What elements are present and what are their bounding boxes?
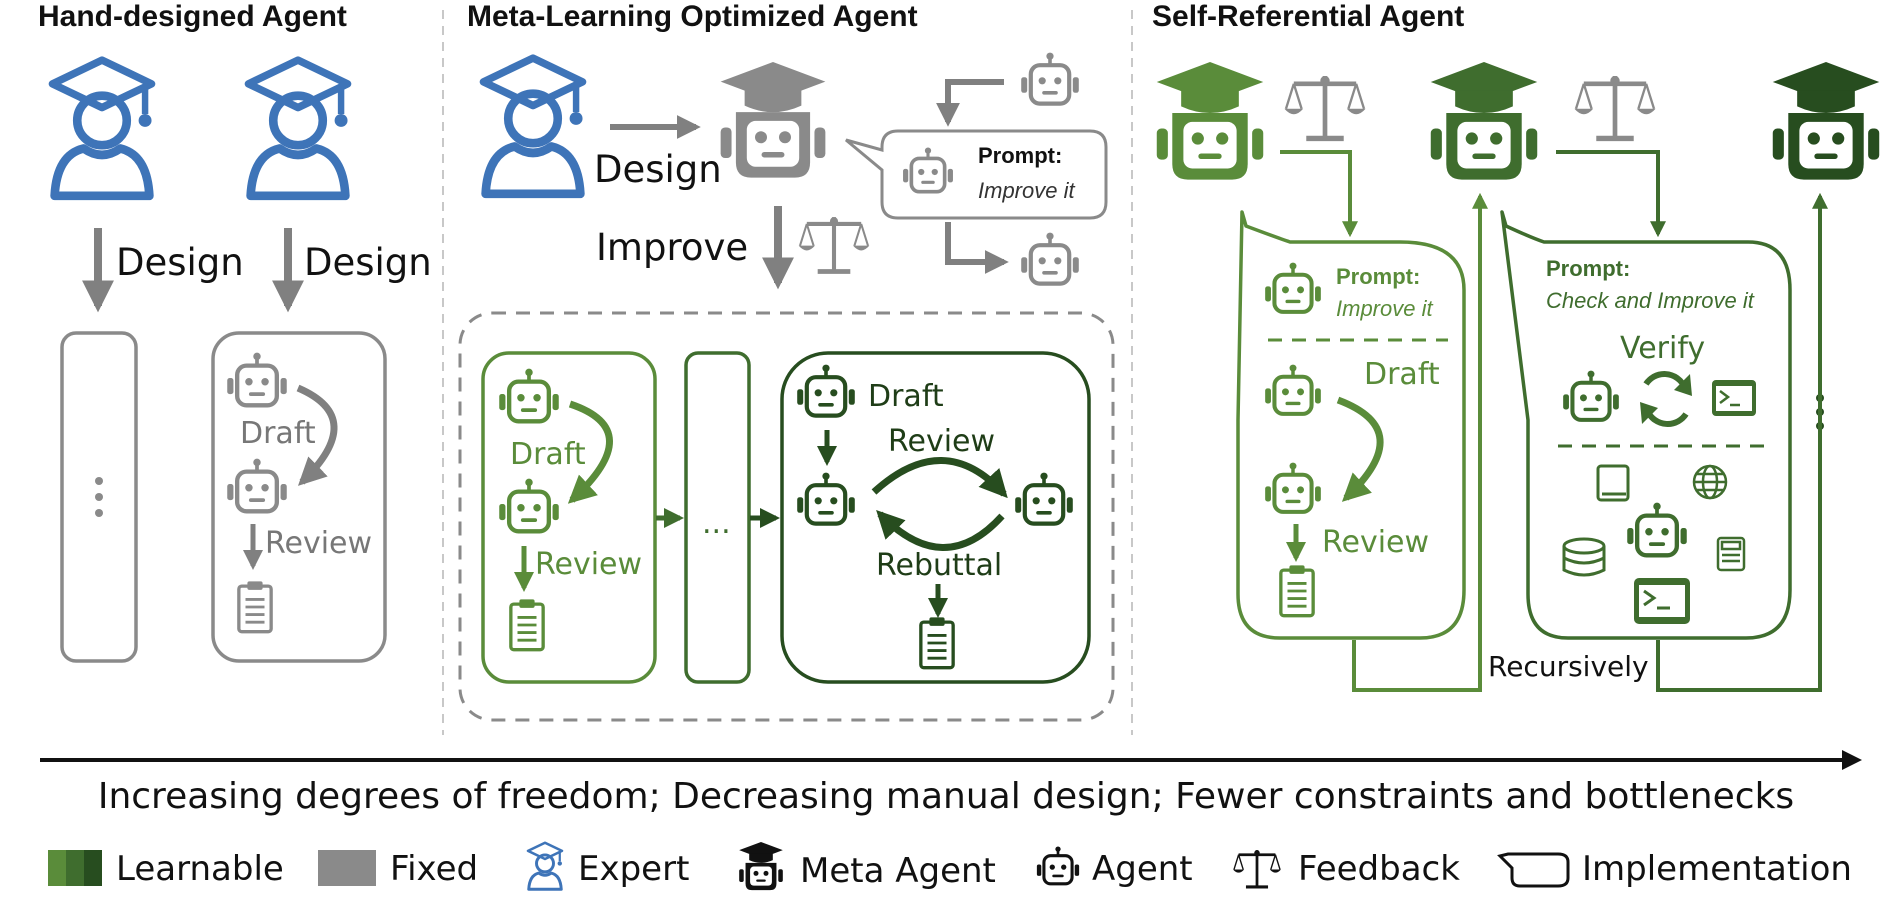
clipboard-icon — [1279, 563, 1315, 618]
terminal-icon — [1712, 380, 1756, 416]
agent-icon — [1035, 844, 1081, 886]
clipboard-icon — [919, 615, 955, 670]
agent-icon — [1015, 473, 1073, 524]
prompt-label-self-1: Prompt: — [1336, 264, 1420, 289]
prompt-text-self-2: Check and Improve it — [1546, 288, 1755, 313]
agent-icon — [499, 479, 559, 532]
globe-icon — [1692, 464, 1728, 500]
feedback-scale-icon — [799, 217, 870, 271]
database-icon — [1562, 537, 1606, 577]
axis-caption: Increasing degrees of freedom; Decreasin… — [98, 776, 1794, 817]
label-verify: Verify — [1620, 331, 1705, 366]
clipboard-icon — [237, 579, 273, 634]
implementation-fixed — [211, 331, 387, 663]
agent-icon — [797, 365, 855, 416]
label-rebuttal: Rebuttal — [876, 548, 1002, 583]
panel-meta-learning: Meta-Learning Optimized Agent Design Pro… — [458, 0, 1115, 722]
label-improve: Improve — [596, 226, 748, 269]
meta-agent-icon — [1773, 62, 1879, 180]
refresh-icon — [1640, 371, 1692, 427]
feedback-scale-icon — [1284, 76, 1365, 138]
agent-icon — [227, 353, 287, 406]
prompt-text-self-1: Improve it — [1336, 296, 1433, 321]
feedback-scale-icon — [1231, 848, 1283, 889]
label-review-self: Review — [1322, 525, 1429, 560]
legend-feedback: Feedback — [1298, 849, 1460, 889]
panel-title-meta: Meta-Learning Optimized Agent — [467, 0, 918, 33]
clipboard-icon — [509, 597, 545, 652]
agent-icon — [1265, 263, 1321, 312]
implementation-empty — [60, 331, 138, 663]
terminal-icon — [1634, 578, 1690, 624]
label-review-hand: Review — [265, 526, 372, 561]
agent-icon — [1627, 503, 1687, 556]
agent-icon — [499, 369, 559, 422]
label-review-meta-2: Review — [888, 424, 995, 459]
agent-icon — [1265, 463, 1321, 512]
label-design-1: Design — [116, 241, 244, 284]
legend-swatch-fixed — [318, 850, 376, 886]
expert-icon — [248, 60, 347, 196]
expert-icon — [483, 58, 582, 194]
agent-icon — [1563, 371, 1619, 420]
legend-swatch-learnable — [48, 850, 66, 886]
legend-learnable: Learnable — [116, 849, 284, 889]
implementation-learnable-self-2 — [1500, 210, 1792, 640]
label-recursively: Recursively — [1488, 650, 1649, 683]
label-design-2: Design — [304, 241, 432, 284]
prompt-text-meta: Improve it — [978, 178, 1075, 203]
meta-agent-icon — [1431, 62, 1537, 180]
meta-agent-icon — [738, 840, 784, 892]
book-icon — [1596, 464, 1630, 502]
panel-hand-designed: Hand-designed Agent Design Design Draft … — [38, 0, 432, 663]
legend-expert: Expert — [578, 849, 689, 889]
legend-fixed: Fixed — [390, 849, 478, 889]
calculator-icon — [1716, 536, 1746, 572]
agent-icon — [797, 473, 855, 524]
panel-title-hand: Hand-designed Agent — [38, 0, 347, 33]
label-review-meta-1: Review — [535, 547, 642, 582]
prompt-bubble-meta — [845, 129, 1108, 220]
agent-icon — [1021, 233, 1079, 284]
legend: Learnable Fixed Expert Meta Agent Agent … — [48, 840, 1852, 892]
expert-icon — [526, 841, 564, 891]
search-space — [458, 311, 1115, 722]
prompt-label-self-2: Prompt: — [1546, 256, 1630, 281]
label-dots-meta: ... — [702, 506, 731, 541]
implementation-icon — [1497, 852, 1570, 888]
implementation-learnable-1 — [481, 351, 657, 684]
label-design-meta: Design — [594, 148, 722, 191]
label-draft-hand: Draft — [240, 416, 316, 451]
label-draft-meta-2: Draft — [868, 379, 944, 414]
implementation-learnable-self-1 — [1236, 210, 1466, 640]
feedback-scale-icon — [1574, 76, 1655, 138]
panel-title-self: Self-Referential Agent — [1152, 0, 1464, 33]
meta-agent-icon — [1157, 62, 1263, 180]
legend-meta-agent: Meta Agent — [800, 851, 996, 891]
legend-agent: Agent — [1092, 849, 1193, 889]
prompt-label-meta: Prompt: — [978, 143, 1062, 168]
label-draft-meta-1: Draft — [510, 437, 586, 472]
expert-icon — [52, 60, 151, 196]
agent-icon — [1265, 365, 1321, 414]
legend-implementation: Implementation — [1582, 849, 1852, 889]
panel-self-referential: Self-Referential Agent Prompt: Improve i… — [1152, 0, 1879, 692]
agent-icon — [1021, 53, 1079, 104]
implementation-learnable-3 — [780, 351, 1091, 684]
label-draft-self: Draft — [1364, 357, 1440, 392]
agent-icon — [227, 459, 287, 512]
implementation-learnable-2 — [684, 351, 751, 684]
meta-agent-icon — [721, 62, 826, 178]
